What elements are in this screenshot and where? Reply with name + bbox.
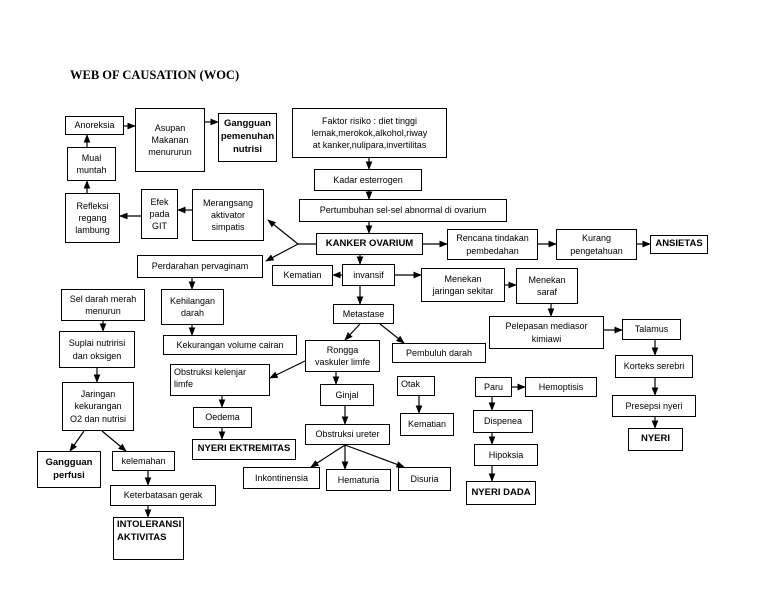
node-paru: Paru: [475, 377, 512, 397]
node-invansif: invansif: [342, 264, 395, 286]
node-otak: Otak: [397, 376, 435, 396]
node-rencana-pembedahan: Rencana tindakan pembedahan: [447, 229, 538, 260]
diagram-title: WEB OF CAUSATION (WOC): [70, 68, 240, 82]
node-merangsang-simpatis: Merangsang aktivator simpatis: [192, 189, 264, 241]
node-dispenea: Dispenea: [473, 410, 533, 433]
node-gangguan-perfusi: Gangguan perfusi: [37, 451, 101, 488]
node-obstruksi-ureter: Obstruksi ureter: [305, 424, 390, 445]
node-metastase: Metastase: [333, 304, 394, 324]
node-sel-darah-merah: Sel darah merah menurun: [61, 289, 145, 321]
node-hematuria: Hematuria: [326, 469, 391, 491]
node-gangguan-nutrisi: Gangguan pemenuhan nutrisi: [218, 113, 277, 162]
node-talamus: Talamus: [622, 319, 681, 340]
node-suplai-nutrisi: Suplai nutririsi dan oksigen: [59, 331, 135, 368]
node-disuria: Disuria: [398, 467, 451, 491]
node-keterbatasan-gerak: Keterbatasan gerak: [110, 485, 216, 506]
node-ansietas: ANSIETAS: [650, 235, 708, 254]
node-rongga-vaskuler: Rongga vaskuler limfe: [305, 340, 380, 372]
node-presepsi-nyeri: Presepsi nyeri: [612, 395, 696, 417]
node-efek-git: Efek pada GIT: [141, 189, 178, 239]
node-pertumbuhan-sel: Pertumbuhan sel-sel abnormal di ovarium: [299, 199, 507, 222]
arrow-rongga-to-obstruksi-kelenjar: [269, 360, 306, 379]
arrow-ureter-to-inkontinensia: [310, 444, 346, 468]
node-mual-muntah: Mual muntah: [67, 147, 116, 181]
node-perdarahan-pervaginam: Perdarahan pervaginam: [137, 255, 263, 278]
node-kehilangan-darah: Kehilangan darah: [161, 289, 224, 325]
node-kematian-1: Kematian: [272, 265, 333, 286]
node-jaringan-kekurangan: Jaringan kekurangan O2 dan nutrisi: [62, 382, 134, 431]
node-asupan-makanan: Asupan Makanan menururun: [135, 108, 205, 172]
node-intoleransi-aktivitas: INTOLERANSI AKTIVITAS: [113, 517, 184, 560]
node-kurang-pengetahuan: Kurang pengetahuan: [556, 229, 637, 260]
node-hemoptisis: Hemoptisis: [525, 377, 597, 397]
arrow-metastase-to-pembuluh: [379, 323, 405, 344]
node-menekan-saraf: Menekan saraf: [516, 268, 578, 304]
node-inkontinensia: Inkontinensia: [243, 467, 320, 489]
node-pelepasan-mediasor: Pelepasan mediasor kimiawi: [489, 316, 604, 349]
arrow-jaringan-to-kelemahan: [101, 430, 127, 452]
node-faktor-risiko: Faktor risiko : diet tinggi lemak,meroko…: [292, 108, 447, 158]
node-oedema: Oedema: [193, 407, 252, 428]
arrow-kanker-to-merangsang: [267, 219, 299, 245]
node-menekan-jaringan: Menekan jaringan sekitar: [421, 268, 505, 302]
node-kelemahan: kelemahan: [112, 451, 175, 471]
arrow-jaringan-to-gangguan-perfusi: [69, 430, 85, 452]
node-refleksi-regang: Refleksi regang lambung: [65, 193, 120, 243]
node-kekurangan-volume: Kekurangan volume cairan: [163, 335, 297, 355]
node-obstruksi-kelenjar: Obstruksi kelenjar limfe: [170, 364, 270, 396]
node-nyeri: NYERI: [628, 428, 683, 451]
node-nyeri-ekstremitas: NYERI EKTREMITAS: [192, 439, 296, 460]
arrow-kanker-to-perdarahan: [265, 243, 299, 262]
node-kadar-esterogen: Kadar esterrogen: [314, 169, 422, 191]
node-nyeri-dada: NYERI DADA: [466, 481, 536, 505]
node-hipoksia: Hipoksia: [474, 444, 538, 466]
arrow-metastase-to-rongga: [344, 323, 361, 341]
node-kematian-2: Kematian: [400, 413, 454, 436]
node-ginjal: Ginjal: [320, 384, 374, 406]
node-pembuluh-darah: Pembuluh darah: [392, 343, 486, 363]
node-kanker-ovarium: KANKER OVARIUM: [316, 233, 423, 255]
node-korteks-serebri: Korteks serebri: [615, 355, 693, 378]
node-anoreksia: Anoreksia: [65, 116, 124, 135]
arrow-ureter-to-disuria: [344, 444, 405, 468]
